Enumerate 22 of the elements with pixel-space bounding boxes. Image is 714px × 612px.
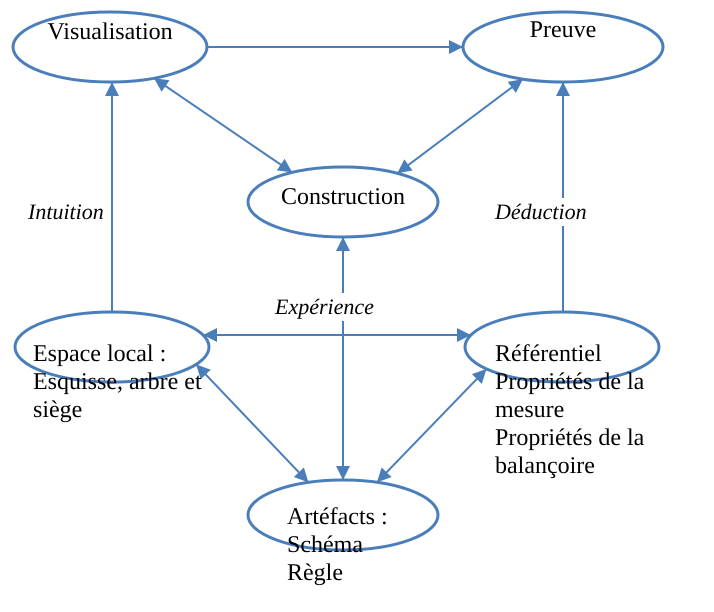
arrow: [336, 237, 350, 480]
arrow: [153, 77, 293, 174]
node-text: Référentiel: [495, 340, 603, 368]
node-text: Artéfacts :: [287, 503, 389, 531]
ellipse-node: [246, 165, 440, 239]
arrow: [105, 82, 119, 312]
node-text: Espace local :: [33, 340, 168, 368]
arrow: [556, 82, 570, 312]
edge-label: Déduction: [495, 198, 587, 226]
node-text: Propriétés de la balançoire: [495, 424, 646, 480]
arrow: [203, 328, 471, 342]
ellipse-node: [461, 10, 665, 84]
arrow: [396, 78, 524, 174]
node-text: Preuve: [528, 16, 598, 44]
arrow: [207, 40, 463, 54]
node-text: Visualisation: [46, 18, 174, 46]
node-text: Construction: [280, 183, 406, 211]
arrow: [376, 368, 488, 483]
arrow: [195, 364, 310, 484]
edge-label: Expérience: [275, 293, 374, 320]
node-text: Règle: [287, 559, 344, 587]
ellipse-node: [10, 10, 211, 84]
